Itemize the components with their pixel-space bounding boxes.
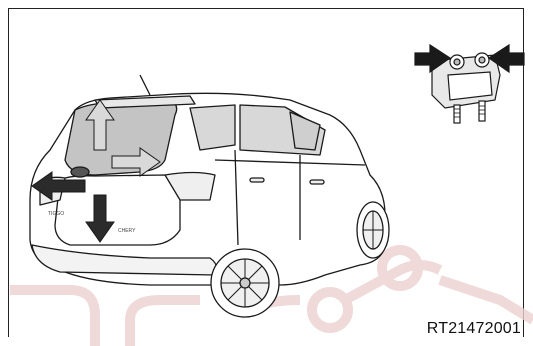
suv-illustration xyxy=(30,75,389,317)
car-model-text: CHERY xyxy=(118,228,136,234)
car-badge-text: TIGGO xyxy=(48,211,64,217)
figure-code: RT21472001 xyxy=(427,320,521,338)
stopper-inset xyxy=(415,45,524,123)
